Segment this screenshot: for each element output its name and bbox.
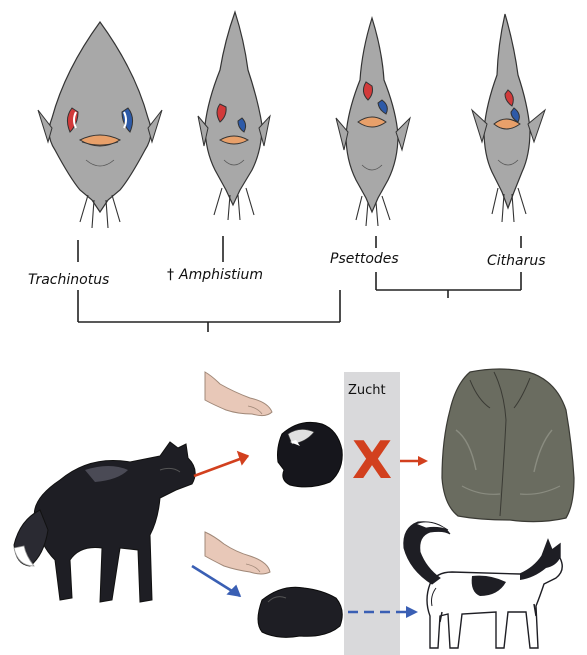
aggressive-fox-illustration (278, 422, 343, 487)
lower-hand-illustration (205, 532, 270, 574)
taxon-label-citharus: Citharus (487, 253, 546, 269)
dagger-extinct-mark: † (167, 267, 174, 283)
rejected-x-mark: X (352, 431, 392, 491)
amphistium-fish-illustration (198, 12, 270, 220)
psettodes-fish-illustration (336, 18, 410, 226)
citharus-fish-illustration (472, 14, 545, 222)
domesticated-piebald-fox-illustration (404, 522, 562, 648)
fur-coat-illustration (442, 369, 574, 522)
trachinotus-fish-illustration (38, 22, 162, 228)
fur-coat-arrow (400, 456, 428, 466)
tame-path-arrow (192, 566, 240, 596)
cladogram: Trachinotus † Amphistium Psettodes Citha… (28, 12, 546, 332)
cladogram-tree-lines (78, 236, 521, 332)
aggressive-path-arrow (194, 452, 248, 476)
tame-fox-illustration (258, 587, 342, 637)
upper-hand-illustration (205, 372, 272, 416)
domestication-diagram: Zucht (14, 369, 574, 655)
silver-fox-illustration (14, 442, 195, 602)
taxon-label-trachinotus: Trachinotus (28, 272, 109, 288)
taxon-label-psettodes: Psettodes (330, 251, 399, 267)
selection-label: Zucht (348, 383, 386, 398)
taxon-label-amphistium: Amphistium (178, 267, 263, 283)
